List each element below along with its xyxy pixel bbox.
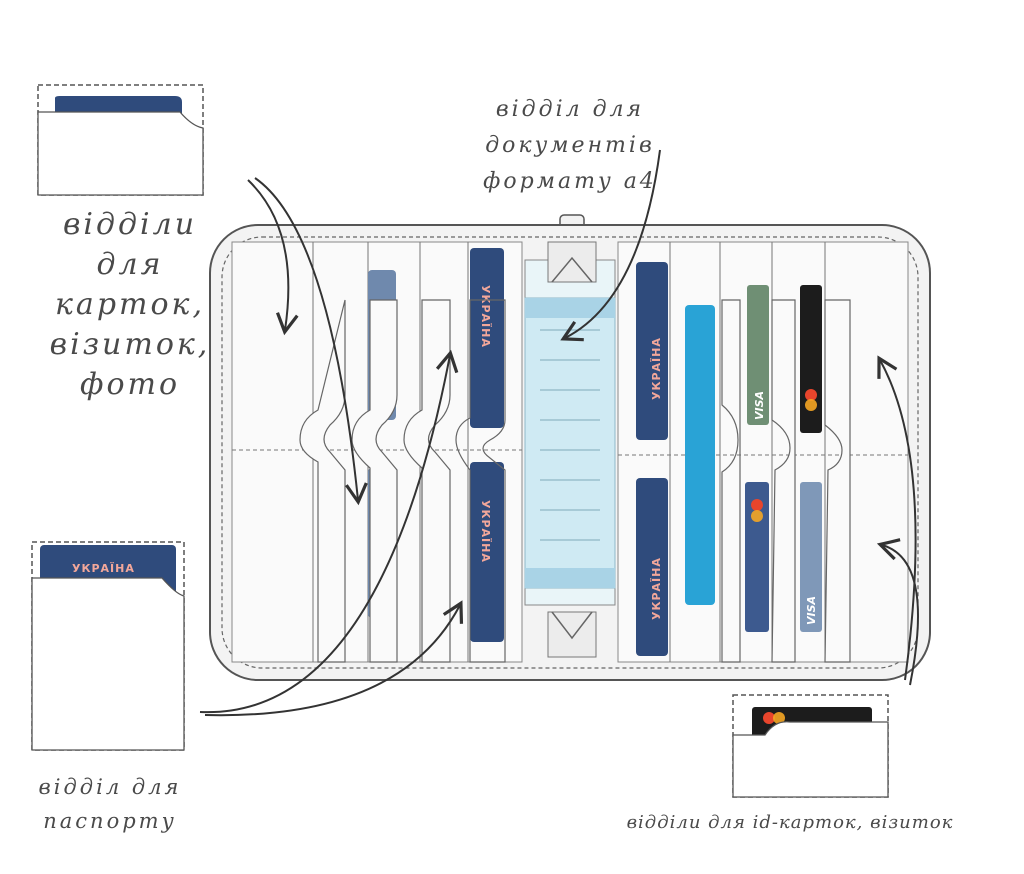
detail-id-pocket <box>732 694 889 798</box>
arrow-cards-1 <box>247 179 299 336</box>
card-cyan <box>685 305 715 605</box>
passport-right-bottom <box>636 478 668 656</box>
passport-label-right-bottom: УКРАЇНА <box>649 557 663 620</box>
card-blue-mc <box>745 482 769 632</box>
arrow-cards-2 <box>254 177 368 506</box>
right-pocket-fronts <box>721 299 851 663</box>
visa-label-green: VISA <box>753 391 766 420</box>
arrow-passport-1 <box>199 349 459 714</box>
visa-label-grey: VISA <box>805 596 818 625</box>
mastercard-circle-1 <box>805 389 817 401</box>
label-a4-section: відділ для документів формату а4 <box>483 97 657 194</box>
arrow-id-1 <box>877 355 917 681</box>
passport-label-left-top: УКРАЇНА <box>479 285 493 348</box>
mastercard-circle-3 <box>751 499 763 511</box>
passport-left-bottom <box>470 462 504 642</box>
passport-label-right-top: УКРАЇНА <box>649 337 663 400</box>
passport-label-detail: УКРАЇНА <box>72 561 135 575</box>
card-green <box>747 285 769 425</box>
left-passports: УКРАЇНА УКРАЇНА <box>470 248 504 642</box>
mastercard-circle-2 <box>805 399 817 411</box>
passport-left-top <box>470 248 504 428</box>
mastercard-circle-4 <box>751 510 763 522</box>
arrow-passport-2 <box>204 600 464 717</box>
arrow-id-2 <box>876 538 919 686</box>
arrow-a4 <box>560 149 661 342</box>
label-passport-section: відділ для паспорту <box>38 775 182 833</box>
label-cards-section: відділи для карток, візиток, фото <box>49 207 211 402</box>
right-passports: УКРАЇНА УКРАЇНА <box>636 262 668 656</box>
left-pocket-fronts <box>299 299 506 663</box>
passport-right-top <box>636 262 668 440</box>
a4-document <box>524 241 616 658</box>
card-grey-visa <box>800 482 822 632</box>
annotation-arrows <box>199 149 919 717</box>
label-id-section: відділи для id-карток, візиток <box>626 812 954 833</box>
passport-label-left-bottom: УКРАЇНА <box>479 500 493 563</box>
detail-passport-pocket: УКРАЇНА <box>31 541 185 751</box>
detail-cards-pocket <box>37 84 204 196</box>
right-cards: VISA VISA <box>685 285 822 632</box>
